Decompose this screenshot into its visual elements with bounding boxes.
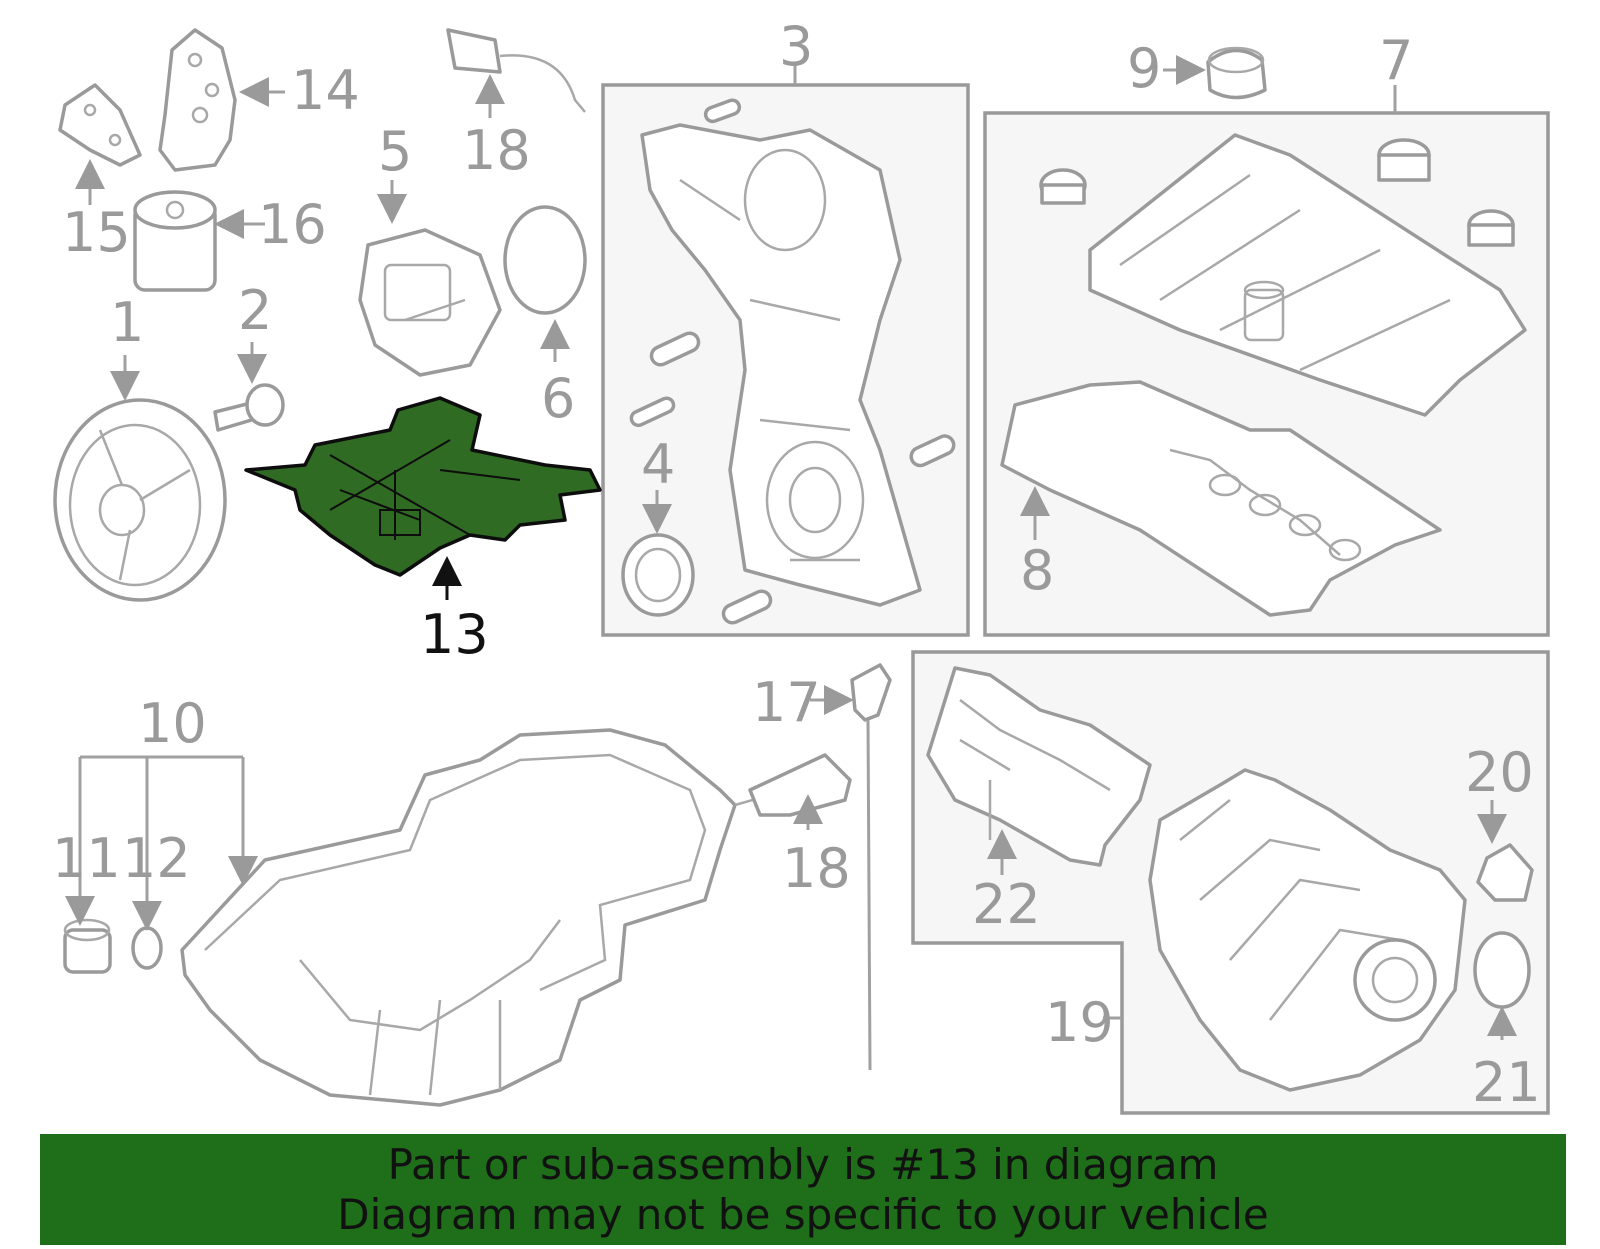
diagram-notice-banner: Part or sub-assembly is #13 in diagram D…: [40, 1134, 1566, 1245]
oil-level-sensor-part-top: [446, 28, 586, 113]
intake-manifold-part: [1148, 768, 1467, 1092]
callout-4: 4: [641, 433, 676, 496]
callout-6: 6: [541, 367, 576, 430]
dowel-pins: [629, 98, 956, 625]
callout-2: 2: [238, 279, 273, 342]
callout-7: 7: [1379, 29, 1414, 92]
callout-22: 22: [972, 873, 1041, 936]
callout-15: 15: [62, 201, 131, 264]
drain-plug-part: [63, 918, 112, 974]
banner-disclaimer: Diagram may not be specific to your vehi…: [337, 1189, 1269, 1239]
callout-5: 5: [378, 120, 413, 183]
callout-19: 19: [1045, 991, 1114, 1054]
oil-filler-cap-part: [1206, 46, 1267, 100]
banner-part-note: Part or sub-assembly is #13 in diagram: [387, 1139, 1219, 1189]
callout-20: 20: [1465, 741, 1534, 804]
oil-filter-adapter-part: [158, 28, 237, 172]
valve-cover-part: [1039, 133, 1527, 417]
callout-1: 1: [110, 291, 145, 354]
callout-3: 3: [779, 15, 814, 78]
callout-9: 9: [1127, 37, 1162, 100]
timing-cover-part: [640, 123, 922, 607]
oil-pan-part: [180, 728, 801, 1107]
water-pump-part: [358, 228, 502, 377]
oil-filter-part: [133, 190, 217, 292]
manifold-heat-shield-part: [926, 666, 1152, 867]
adapter-gasket-part: [58, 83, 142, 167]
oil-dipstick-part: [850, 663, 892, 1071]
callout-13-highlighted: 13: [420, 603, 489, 666]
valve-cover-gasket-part: [1000, 380, 1442, 617]
drain-plug-washer-part: [131, 926, 163, 970]
oil-baffle-part-highlighted: [244, 396, 602, 577]
oil-level-sensor-part-lower: [748, 753, 852, 817]
callout-12: 12: [122, 827, 191, 890]
throttle-body-gasket-part: [1473, 931, 1531, 1009]
front-crank-seal-part: [621, 533, 695, 617]
crankshaft-pulley-part: [53, 398, 227, 602]
callout-8: 8: [1020, 539, 1055, 602]
callout-16: 16: [258, 193, 327, 256]
leader-lines: [65, 55, 1517, 1040]
callout-21: 21: [1472, 1051, 1541, 1114]
callout-18-lower: 18: [782, 837, 851, 900]
map-sensor-seal-part: [1476, 843, 1534, 902]
pulley-bolt-part: [213, 383, 285, 432]
callout-11: 11: [52, 827, 121, 890]
callout-18-top: 18: [462, 119, 531, 182]
water-pump-o-ring-part: [503, 205, 587, 315]
callout-10: 10: [138, 692, 207, 755]
callout-17: 17: [752, 671, 821, 734]
callout-14: 14: [291, 59, 360, 122]
